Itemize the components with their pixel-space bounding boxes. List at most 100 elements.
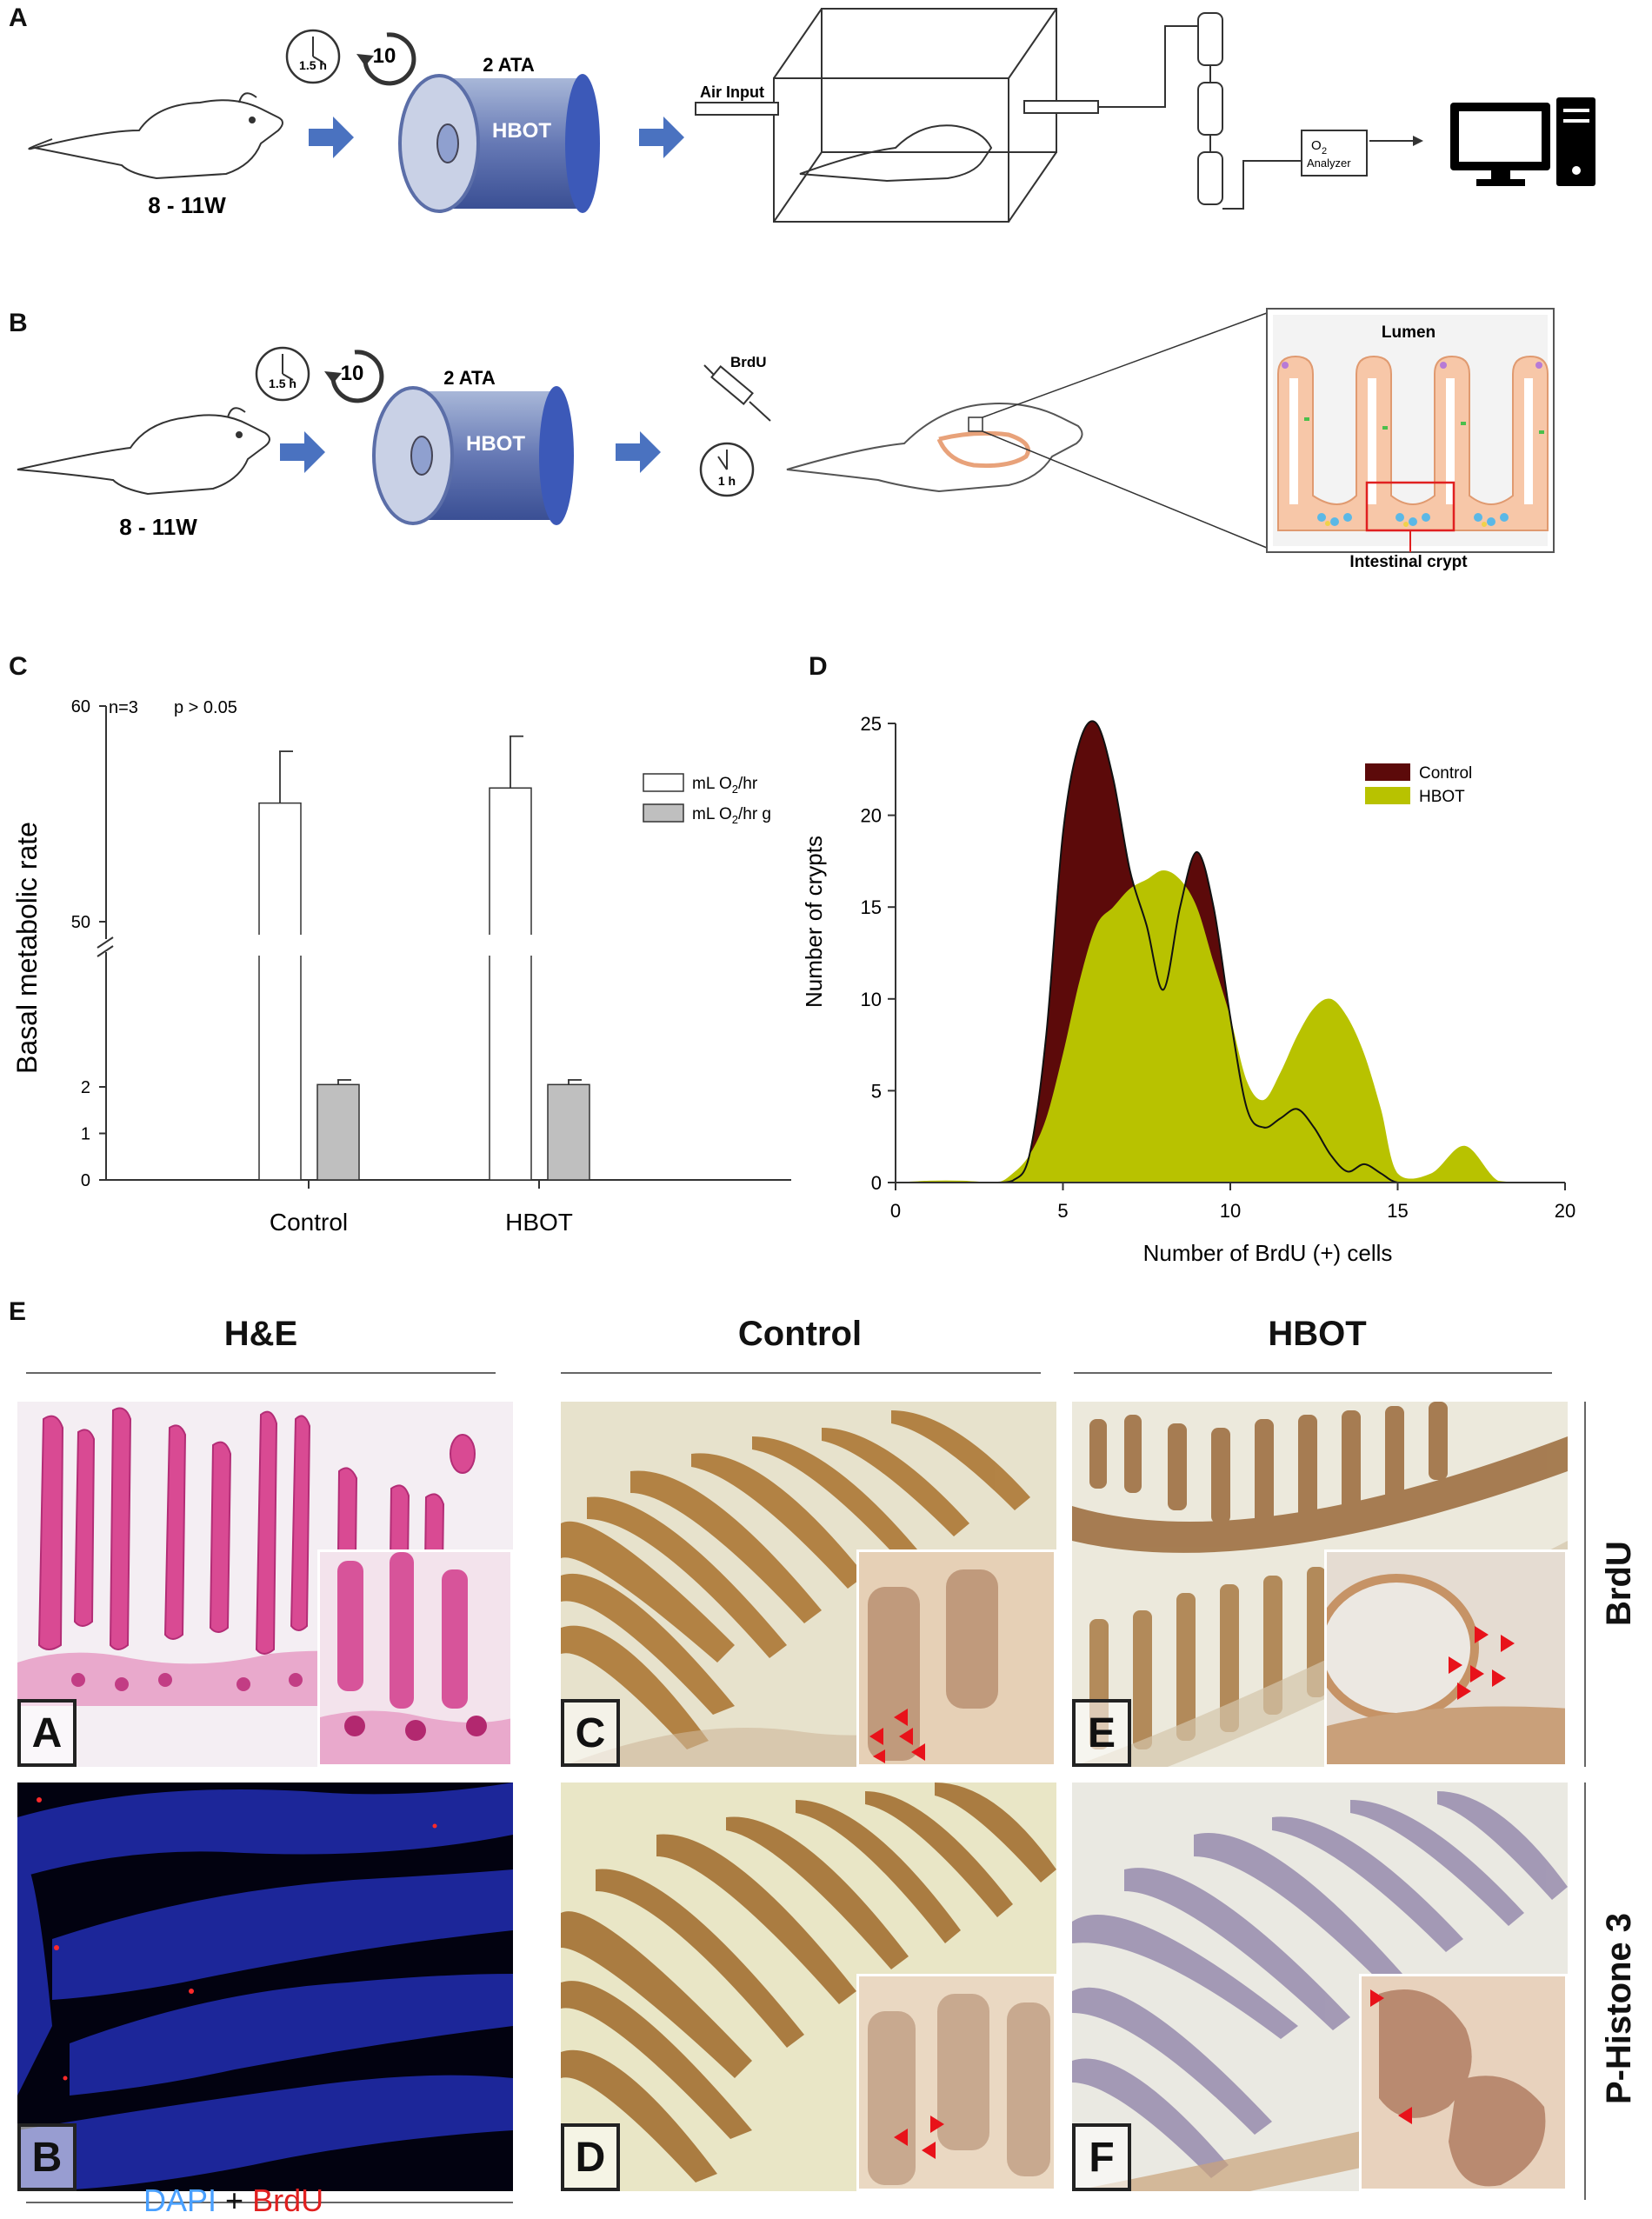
plus-label: + xyxy=(225,2182,244,2218)
y-tick-label: 60 xyxy=(71,697,90,716)
y-tick-label: 50 xyxy=(71,913,90,932)
analyzer-sub-label: 2 xyxy=(1322,146,1327,157)
mouse-age-label: 8 - 11W xyxy=(119,514,197,540)
hbot-chamber-icon xyxy=(372,386,574,525)
micrograph-hbot-brdu-inset xyxy=(1324,1549,1568,1767)
column-rule-hbot xyxy=(1074,1372,1552,1374)
clock-duration-label: 1.5 h xyxy=(299,58,327,72)
row-label-histone: P-Histone 3 xyxy=(1600,1912,1638,2104)
micrograph-hbot-histone: F xyxy=(1072,1783,1568,2191)
column-header-control: Control xyxy=(737,1315,863,1353)
brdu-red-label: BrdU xyxy=(252,2182,324,2218)
dapi-label: DAPI xyxy=(143,2182,217,2218)
legend-swatch-hbot xyxy=(1365,787,1410,804)
bar xyxy=(316,1083,360,1181)
gas-column xyxy=(1098,12,1302,210)
axis-break-mark xyxy=(97,936,114,949)
legend-swatch-1 xyxy=(643,773,684,792)
air-input-tube xyxy=(695,102,779,116)
x-axis-label: Number of BrdU (+) cells xyxy=(1143,1240,1393,1266)
p-annotation: p > 0.05 xyxy=(174,698,237,717)
micrograph-hbot-brdu: E xyxy=(1072,1402,1568,1767)
brdu-syringe-label: BrdU xyxy=(730,354,767,370)
column-rule-he xyxy=(26,1372,496,1374)
micrograph-control-brdu-inset xyxy=(856,1549,1056,1767)
x-tick-label: 15 xyxy=(1387,1200,1408,1222)
mouse-icon xyxy=(28,92,283,180)
y-tick-label: 0 xyxy=(871,1172,882,1194)
y-tick-label: 15 xyxy=(861,896,882,918)
bar xyxy=(489,787,532,1181)
repeat-icon xyxy=(324,350,384,403)
x-tick-label: 20 xyxy=(1555,1200,1575,1222)
legend-label-hbot: HBOT xyxy=(1419,788,1465,806)
repeat-count-label: 10 xyxy=(373,44,396,68)
panel-letter-c: C xyxy=(9,652,28,681)
analyzer-o-label: O xyxy=(1311,138,1322,153)
y-axis-label: Basal metabolic rate xyxy=(11,822,43,1074)
repeat-icon xyxy=(356,32,416,86)
panel-letter-e: E xyxy=(9,1297,27,1326)
intestinal-crypt-label: Intestinal crypt xyxy=(1349,553,1468,571)
legend-swatch-control xyxy=(1365,763,1410,781)
clock-icon xyxy=(285,29,341,84)
micrograph-control-brdu: C xyxy=(561,1402,1056,1767)
crypt-villi-illustration xyxy=(1277,355,1549,552)
arrow-to-computer xyxy=(1369,136,1423,146)
clock-icon xyxy=(255,346,310,402)
clock-duration-label: 1.5 h xyxy=(269,376,296,390)
brdu-distribution-chart: Number of crypts Number of BrdU (+) cell… xyxy=(801,713,1575,1266)
column-rule-control xyxy=(561,1372,1041,1374)
area-hbot xyxy=(896,870,1565,1183)
pressure-label: 2 ATA xyxy=(443,367,496,389)
o2-analyzer-box xyxy=(1301,130,1368,177)
clock2-duration-label: 1 h xyxy=(718,474,736,488)
panel-letter-d: D xyxy=(809,652,828,681)
legend-swatch-2 xyxy=(643,803,684,823)
hbot-chamber-icon xyxy=(398,74,600,213)
panel-letter-a: A xyxy=(9,3,28,32)
air-output-tube xyxy=(1023,100,1099,114)
axis-break-gap xyxy=(158,935,593,956)
axis-break-mark xyxy=(97,945,114,957)
row-label-brdu: BrdU xyxy=(1600,1541,1638,1626)
micrograph-dapi-brdu: B xyxy=(17,1783,513,2191)
basal-metabolic-rate-chart: Basal metabolic rate n=3 p > 0.05 012506… xyxy=(11,697,791,1236)
y-tick-label: 5 xyxy=(871,1080,882,1102)
chamber-label: HBOT xyxy=(466,432,525,456)
image-tag-b: B xyxy=(17,2123,77,2191)
repeat-count-label: 10 xyxy=(341,362,364,385)
flow-arrow-2 xyxy=(616,431,661,473)
panel-a-diagram: 8 - 11W 1.5 h 10 2 ATA HBOT Air Inp xyxy=(28,8,1595,223)
lumen-label: Lumen xyxy=(1382,323,1436,342)
column-header-he: H&E xyxy=(223,1315,298,1353)
flow-arrow-1 xyxy=(280,431,325,473)
mouse-age-label: 8 - 11W xyxy=(148,192,226,218)
bar xyxy=(258,802,302,1181)
mouse-dissection-icon xyxy=(786,312,1268,549)
x-category-label: HBOT xyxy=(505,1209,573,1236)
flow-arrow-1 xyxy=(309,117,354,158)
panel-letter-b: B xyxy=(9,309,28,337)
line-control xyxy=(895,720,1565,1183)
y-tick-label: 20 xyxy=(861,805,882,827)
n-annotation: n=3 xyxy=(109,698,138,717)
panel-b-diagram: 8 - 11W 1.5 h 10 2 ATA HBOT BrdU 1 h xyxy=(17,308,1555,571)
image-tag-c: C xyxy=(561,1699,620,1767)
x-tick-label: 0 xyxy=(890,1200,901,1222)
micrograph-hbot-histone-inset xyxy=(1359,1974,1568,2191)
micrograph-control-histone: D xyxy=(561,1783,1056,2191)
flow-arrow-2 xyxy=(639,117,684,158)
micrograph-he: A xyxy=(17,1402,513,1767)
chamber-label: HBOT xyxy=(492,119,551,143)
dapi-brdu-caption: DAPI + BrdU xyxy=(143,2182,323,2219)
image-tag-f: F xyxy=(1072,2123,1131,2191)
image-tag-a: A xyxy=(17,1699,77,1767)
x-tick-label: 10 xyxy=(1220,1200,1241,1222)
legend-label-control: Control xyxy=(1419,764,1472,783)
metabolic-cage xyxy=(773,8,1057,223)
dapi-rule xyxy=(26,2202,513,2203)
clock-icon xyxy=(699,442,755,497)
y-tick-label: 10 xyxy=(861,989,882,1010)
y-tick-label: 1 xyxy=(81,1125,90,1144)
